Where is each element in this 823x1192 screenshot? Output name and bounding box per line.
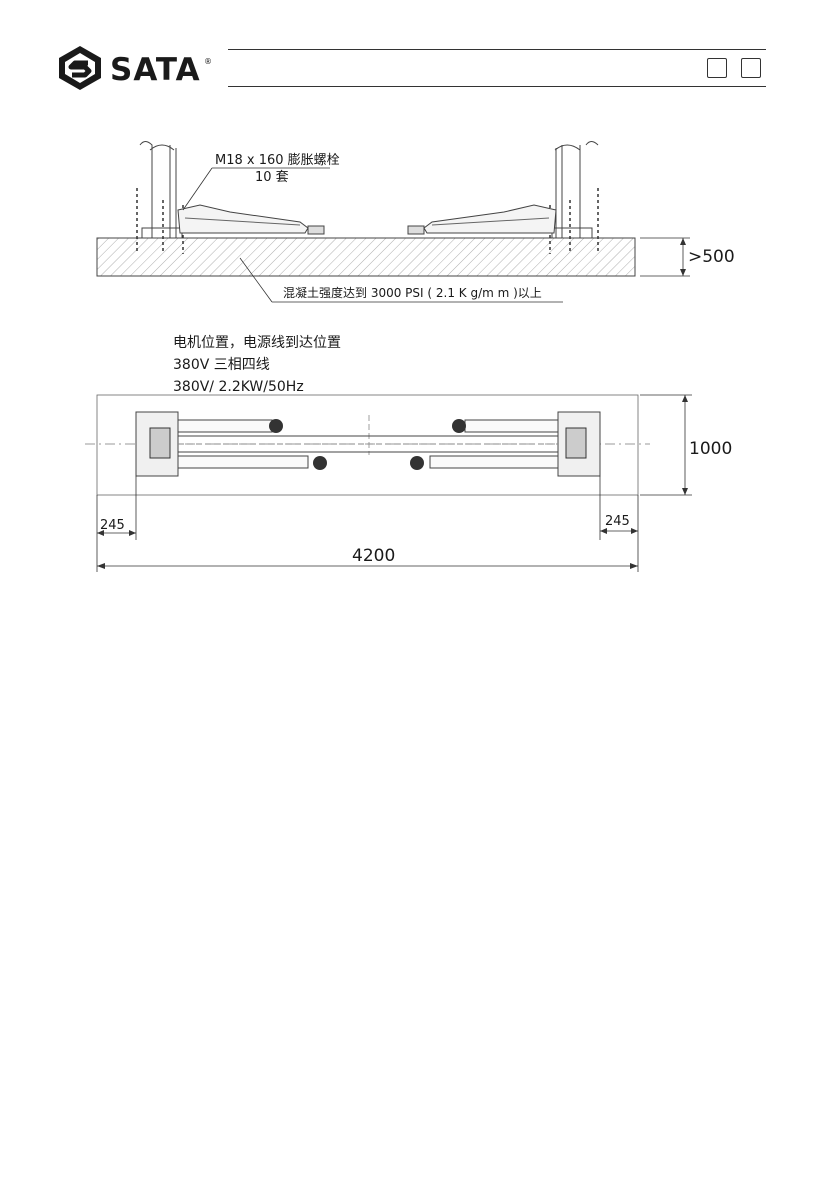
lift-pad — [452, 419, 466, 433]
left-offset-label: 245 — [100, 518, 125, 533]
bolt-spec-label: M18 x 160 膨胀螺栓 — [215, 153, 340, 168]
lift-pad — [313, 456, 327, 470]
left-column — [140, 142, 176, 239]
left-arm-pad — [308, 226, 324, 234]
right-arm-pad — [408, 226, 424, 234]
motor-note-line2: 380V 三相四线 — [173, 357, 270, 373]
concrete-note-label: 混凝土强度达到 3000 PSI ( 2.1 K g/m m )以上 — [283, 285, 542, 300]
motor-note-line1: 电机位置，电源线到达位置 — [173, 335, 341, 351]
right-offset-label: 245 — [605, 514, 630, 529]
thickness-label: >500 — [688, 247, 735, 267]
plan-view: 1000 245 245 4200 — [85, 395, 732, 572]
bolt-qty-label: 10 套 — [255, 169, 289, 185]
lift-pad — [410, 456, 424, 470]
width-dim-label: 1000 — [689, 439, 732, 459]
side-view: M18 x 160 膨胀螺栓 10 套 混凝土强度达到 3000 PSI ( 2… — [97, 142, 735, 303]
concrete-slab — [97, 238, 635, 276]
right-column — [556, 142, 598, 239]
lift-pad — [269, 419, 283, 433]
motor-note-line3: 380V/ 2.2KW/50Hz — [173, 379, 304, 395]
total-length-label: 4200 — [352, 546, 395, 566]
